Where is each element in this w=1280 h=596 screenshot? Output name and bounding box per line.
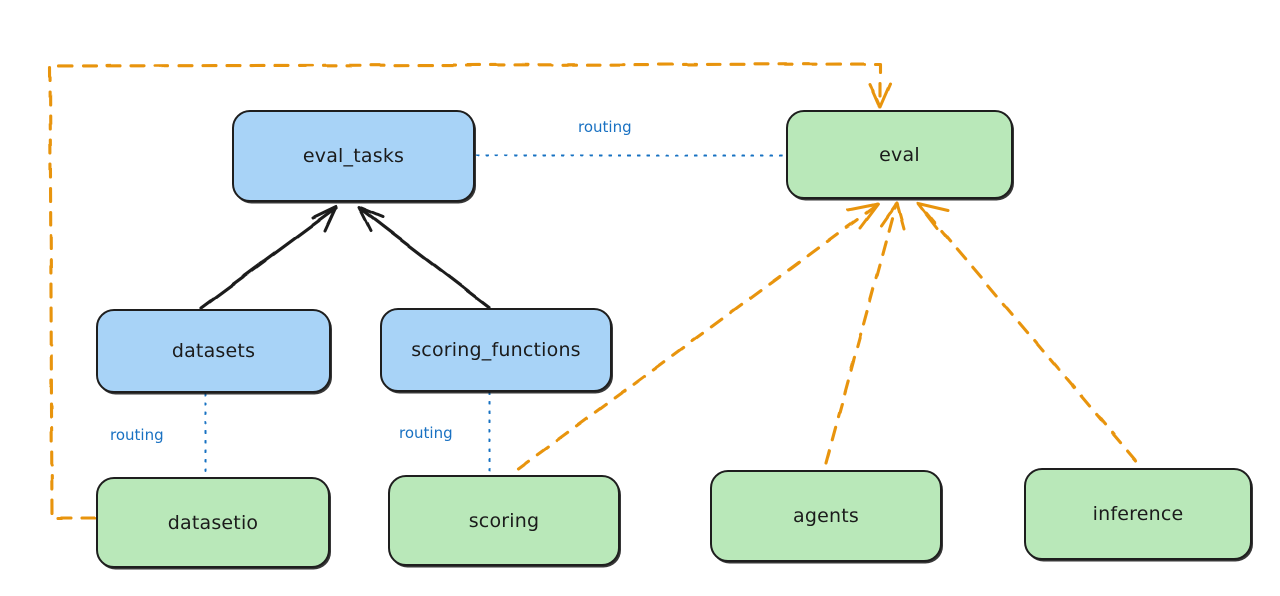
edge-inference-to-eval <box>916 201 1138 463</box>
node-label: agents <box>793 505 859 527</box>
node-label: scoring <box>468 509 540 532</box>
node-scoring[interactable]: scoring <box>388 475 620 566</box>
node-label: eval <box>879 143 920 166</box>
edge-scoring-functions-to-eval-tasks <box>357 205 491 309</box>
node-scoring-functions[interactable]: scoring_functions <box>380 308 612 392</box>
node-datasetio[interactable]: datasetio <box>96 477 330 568</box>
node-label: datasetio <box>167 511 259 534</box>
edge-datasets-to-eval-tasks <box>199 205 338 310</box>
edge-eval-tasks-to-eval <box>475 153 788 158</box>
node-label: eval_tasks <box>302 145 405 167</box>
node-label: scoring_functions <box>411 339 581 361</box>
node-label: inference <box>1092 503 1184 525</box>
edge-datasets-to-datasetio <box>203 392 208 479</box>
edge-label-routing-scoring-functions-scoring: routing <box>399 424 453 442</box>
edge-label-routing-datasets-datasetio: routing <box>110 426 164 444</box>
node-eval[interactable]: eval <box>786 110 1013 199</box>
node-agents[interactable]: agents <box>710 470 942 562</box>
edge-scoring-functions-to-scoring <box>487 391 492 478</box>
node-label: datasets <box>171 340 256 362</box>
edge-agents-to-eval <box>824 201 906 465</box>
node-eval-tasks[interactable]: eval_tasks <box>232 110 475 202</box>
node-datasets[interactable]: datasets <box>96 309 331 393</box>
edge-label-routing-eval-tasks-eval: routing <box>578 118 632 136</box>
node-inference[interactable]: inference <box>1024 468 1252 560</box>
